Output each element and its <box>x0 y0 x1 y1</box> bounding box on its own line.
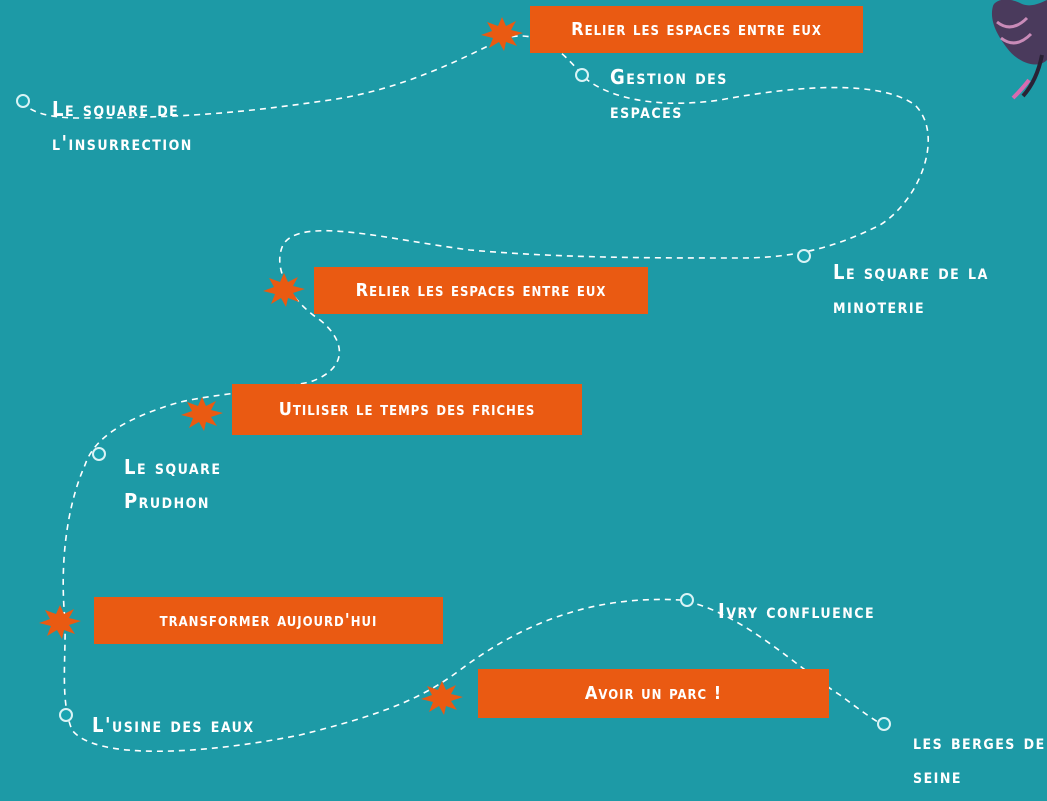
place-insurrection: Le square de l'insurrection <box>52 97 193 155</box>
place-minoterie: Le square de la minoterie <box>833 260 989 318</box>
insurrection-dot <box>16 94 30 108</box>
action-relier-1: Relier les espaces entre eux <box>530 6 863 53</box>
berges-dot <box>877 717 891 731</box>
starburst-icon <box>481 17 523 51</box>
place-prudhon: Le square Prudhon <box>124 455 222 513</box>
place-berges: les berges de seine <box>913 730 1046 788</box>
action-parc: Avoir un parc ! <box>478 669 829 718</box>
starburst-icon <box>421 681 463 715</box>
starburst-icon <box>39 605 81 639</box>
place-usine: L'usine des eaux <box>92 713 255 737</box>
prudhon-dot <box>92 447 106 461</box>
action-transformer: transformer aujourd'hui <box>94 597 443 644</box>
gestion-dot <box>575 68 589 82</box>
dashed-route <box>21 35 930 753</box>
action-relier-2: Relier les espaces entre eux <box>314 267 648 314</box>
usine-dot <box>59 708 73 722</box>
starburst-icon <box>263 273 305 307</box>
place-gestion: Gestion des espaces <box>610 65 728 123</box>
ivry-dot <box>680 593 694 607</box>
action-friches: Utiliser le temps des friches <box>232 384 582 435</box>
minoterie-dot <box>797 249 811 263</box>
moth-icon <box>992 0 1047 100</box>
place-ivry: Ivry confluence <box>718 599 876 623</box>
starburst-icon <box>181 397 223 431</box>
